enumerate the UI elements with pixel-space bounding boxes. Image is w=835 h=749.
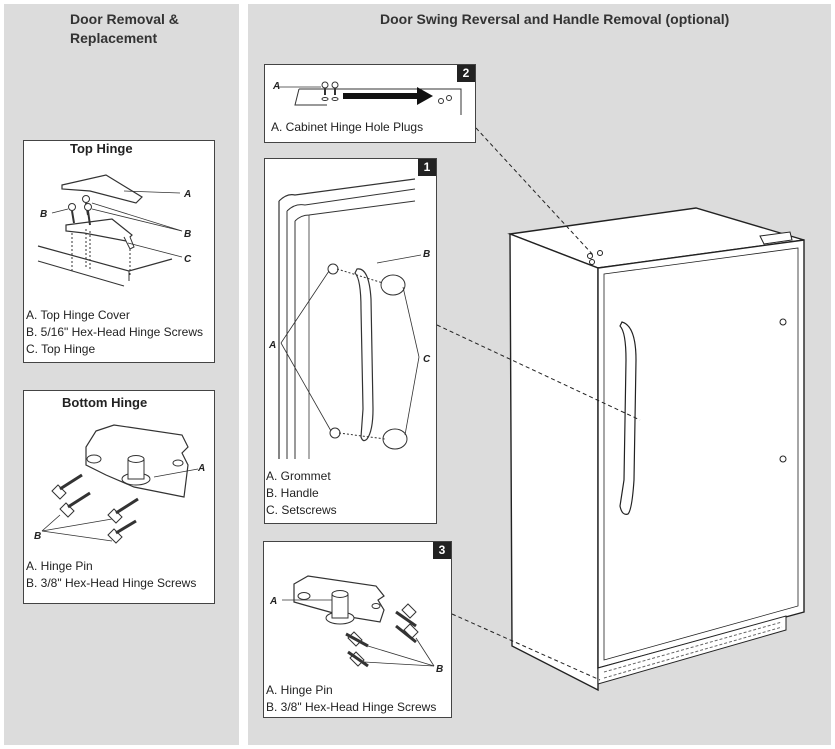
step-3-panel: 3 A B A. Hinge Pin B. 3/8" Hex-Head Hing… xyxy=(263,541,452,718)
step-1-panel: 1 A B C A. Grommet B. Handle C. Setscre xyxy=(264,158,437,524)
legend-item: A. Grommet xyxy=(266,469,331,483)
step-2-legend: A. Cabinet Hinge Hole Plugs xyxy=(271,119,423,136)
left-heading: Door Removal & Replacement xyxy=(70,10,179,48)
bottom-hinge-panel: Bottom Hinge A B A. Hinge Pin B. 3/8" He… xyxy=(23,390,215,604)
top-hinge-callout-a: A xyxy=(183,189,191,200)
step-1-illustration: A B C xyxy=(268,178,431,459)
step-1-callout-c: C xyxy=(423,354,431,365)
step-2-callout-a: A xyxy=(272,81,280,92)
step-3-callout-a: A xyxy=(269,596,277,607)
step-1-callout-b: B xyxy=(423,249,430,260)
top-hinge-panel: Top Hinge A B B C A. Top Hinge xyxy=(23,140,215,363)
step-1-callout-a: A xyxy=(268,340,276,351)
bottom-hinge-legend: A. Hinge Pin B. 3/8" Hex-Head Hinge Scre… xyxy=(26,558,196,592)
legend-item: B. 3/8" Hex-Head Hinge Screws xyxy=(26,576,197,590)
step-3-illustration: A B xyxy=(269,575,443,675)
bottom-hinge-illustration: A B xyxy=(34,424,205,544)
top-hinge-callout-b-right: B xyxy=(184,229,191,240)
legend-item: A. Hinge Pin xyxy=(266,683,333,697)
step-2-panel: 2 A A. Cabinet Hinge Hole Plugs xyxy=(264,64,476,143)
legend-item: A. Hinge Pin xyxy=(26,559,93,573)
legend-item: B. Handle xyxy=(266,486,319,500)
legend-item: C. Top Hinge xyxy=(26,342,96,356)
legend-item: B. 3/8" Hex-Head Hinge Screws xyxy=(266,700,437,714)
legend-item: A. Top Hinge Cover xyxy=(26,308,130,322)
top-hinge-callout-b-left: B xyxy=(40,209,47,220)
legend-item: C. Setscrews xyxy=(266,503,337,517)
step-3-badge: 3 xyxy=(433,542,451,559)
top-hinge-illustration: A B B C xyxy=(37,174,192,287)
legend-item: B. 5/16" Hex-Head Hinge Screws xyxy=(26,325,204,339)
step-2-badge: 2 xyxy=(457,65,475,82)
step-3-callout-b: B xyxy=(436,664,443,675)
bottom-hinge-callout-b: B xyxy=(34,531,41,542)
top-hinge-legend: A. Top Hinge Cover B. 5/16" Hex-Head Hin… xyxy=(26,307,203,358)
step-2-illustration: A xyxy=(272,81,462,115)
top-hinge-title: Top Hinge xyxy=(70,141,133,156)
top-hinge-callout-c: C xyxy=(184,254,192,265)
step-1-legend: A. Grommet B. Handle C. Setscrews xyxy=(266,468,337,519)
left-heading-line-2: Replacement xyxy=(70,30,158,46)
left-heading-line-1: Door Removal & xyxy=(70,11,179,27)
step-1-badge: 1 xyxy=(418,159,436,176)
right-heading: Door Swing Reversal and Handle Removal (… xyxy=(380,11,730,27)
bottom-hinge-title: Bottom Hinge xyxy=(62,395,148,410)
left-column xyxy=(4,4,239,745)
legend-item: A. Cabinet Hinge Hole Plugs xyxy=(271,120,424,134)
bottom-hinge-callout-a: A xyxy=(197,463,205,474)
step-3-legend: A. Hinge Pin B. 3/8" Hex-Head Hinge Scre… xyxy=(266,682,436,716)
